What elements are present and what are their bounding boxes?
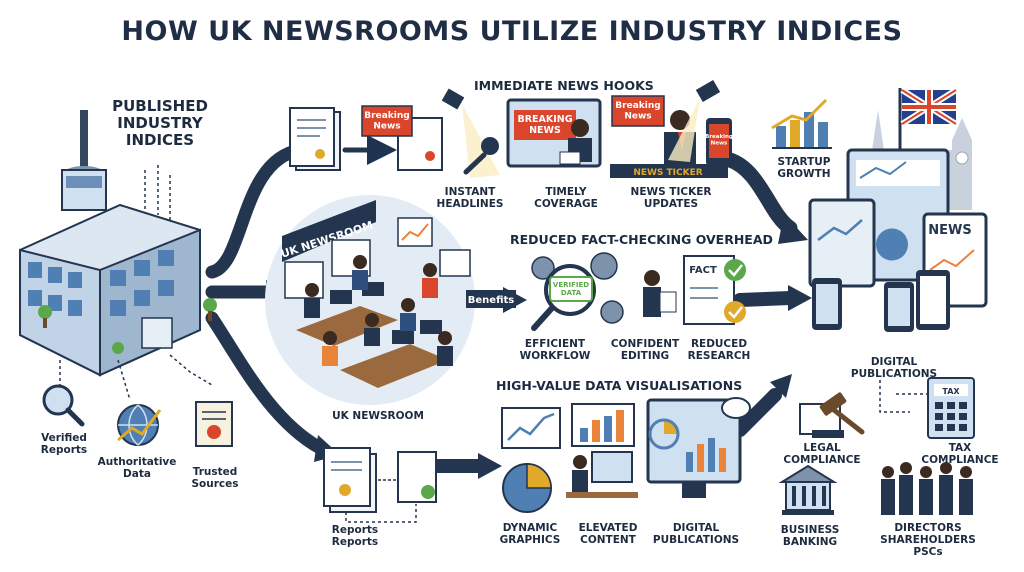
globe-chart-icon <box>117 404 162 446</box>
digital-publications-label: DIGITAL PUBLICATIONS <box>850 356 938 380</box>
outcome-connectors <box>879 380 928 413</box>
tax-sign: TAX <box>942 387 960 396</box>
fact-checking-heading: REDUCED FACT-CHECKING OVERHEAD <box>510 232 773 247</box>
benefits-label: Benefits <box>468 295 514 306</box>
news-ticker-text: NEWS TICKER <box>633 168 702 178</box>
document-stack-icon <box>289 107 341 171</box>
arrow-fact-to-outcomes <box>733 291 797 307</box>
tax-calculator-icon: TAX <box>927 377 975 439</box>
gavel-icon <box>799 392 865 438</box>
arrow-to-news-hooks <box>205 143 307 279</box>
union-flag-icon <box>898 87 958 160</box>
bar-chart-card <box>571 403 635 447</box>
spotlight-right-icon <box>668 79 721 162</box>
business-banking-label: BUSINESS BANKING <box>780 524 840 548</box>
efficient-workflow-label: EFFICIENT WORKFLOW <box>519 338 591 362</box>
newsroom-scene: UK NEWSROOM <box>265 195 475 405</box>
visualisations-heading: HIGH-VALUE DATA VISUALISATIONS <box>496 378 743 393</box>
confident-editing-label: CONFIDENT EDITING <box>610 338 680 362</box>
authoritative-data-label: Authoritative Data <box>97 456 177 480</box>
growth-chart-icon <box>771 98 832 149</box>
directors-group-icon <box>881 462 973 515</box>
bank-building-icon <box>778 464 838 515</box>
pie-chart-icon <box>502 463 552 513</box>
instant-headlines-label: INSTANT HEADLINES <box>436 186 504 210</box>
reduced-research-label: REDUCED RESEARCH <box>687 338 751 362</box>
directors-label: DIRECTORS SHAREHOLDERS PSCs <box>880 522 976 558</box>
flow-arrows <box>205 135 798 473</box>
source-connectors <box>59 165 213 401</box>
arrow-to-reports <box>205 311 327 455</box>
spotlight-left-icon <box>441 88 500 178</box>
news-sign: NEWS <box>928 223 971 238</box>
benefits-tag <box>466 290 516 308</box>
elevated-content-label: ELEVATED CONTENT <box>578 522 638 546</box>
digital-publications-vis-label: DIGITAL PUBLICATIONS <box>652 522 740 546</box>
microphone-icon <box>463 137 499 175</box>
startup-growth-label: STARTUP GROWTH <box>777 156 831 180</box>
arrow-vis-to-outcomes <box>733 388 782 437</box>
news-ticker-updates-label: NEWS TICKER UPDATES <box>630 186 712 210</box>
published-indices-label: PUBLISHED INDUSTRY INDICES <box>112 97 208 149</box>
newsroom-label: UK NEWSROOM <box>332 410 424 422</box>
certificate-icon <box>195 401 233 447</box>
verified-reports-label: Verified Reports <box>40 432 88 456</box>
timely-coverage-label: TIMELY COVERAGE <box>534 186 598 210</box>
reports-icon <box>323 447 437 523</box>
big-monitor-icon <box>646 397 751 498</box>
source-building <box>19 110 217 377</box>
trusted-sources-label: Trusted Sources <box>191 466 239 490</box>
fact-checklist-icon: FACT <box>683 255 746 325</box>
editor-person <box>643 270 677 317</box>
line-chart-card <box>501 407 561 449</box>
reports-label: Reports Reports <box>331 524 379 548</box>
dynamic-graphics-label: DYNAMIC GRAPHICS <box>499 522 561 546</box>
page-title: HOW UK NEWSROOMS UTILIZE INDUSTRY INDICE… <box>121 16 903 47</box>
news-hooks-heading: IMMEDIATE NEWS HOOKS <box>474 78 654 93</box>
fact-sheet-label: FACT <box>689 265 717 276</box>
tax-compliance-label: TAX COMPLIANCE <box>921 442 999 466</box>
legal-compliance-label: LEGAL COMPLIANCE <box>783 442 861 466</box>
digital-devices-cluster: NEWS <box>808 148 988 332</box>
gears-icon <box>531 252 624 324</box>
analyst-workstation <box>566 451 638 498</box>
magnifier-icon <box>42 384 85 427</box>
